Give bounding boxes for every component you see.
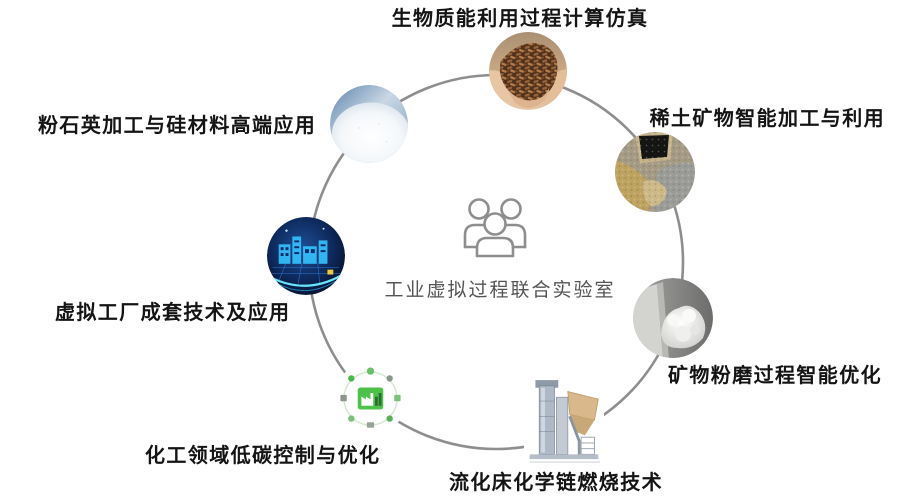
mineral-powder-image [633,278,713,358]
rare-earth-processing-label: 稀土矿物智能加工与利用 [649,106,885,130]
chemical-low-carbon-label: 化工领域低碳控制与优化 [145,443,381,467]
virtual-factory-image [267,217,345,295]
chemical-low-carbon-image [334,362,407,435]
people-group-icon [462,196,528,258]
virtual-factory-label: 虚拟工厂成套技术及应用 [55,300,291,324]
fluidized-bed-label: 流化床化学链燃烧技术 [449,470,663,494]
biomass-simulation-label: 生物质能利用过程计算仿真 [391,6,649,30]
rare-earth-minerals-image [615,132,695,212]
mineral-grinding-label: 矿物粉磨过程智能优化 [668,363,882,387]
silica-powder-image [330,85,408,163]
silica-materials-label: 粉石英加工与硅材料高端应用 [38,113,317,137]
lab-title: 工业虚拟过程联合实验室 [384,279,616,301]
biomass-pellets-image [489,32,567,110]
fluidized-bed-reactor-image [524,378,604,466]
